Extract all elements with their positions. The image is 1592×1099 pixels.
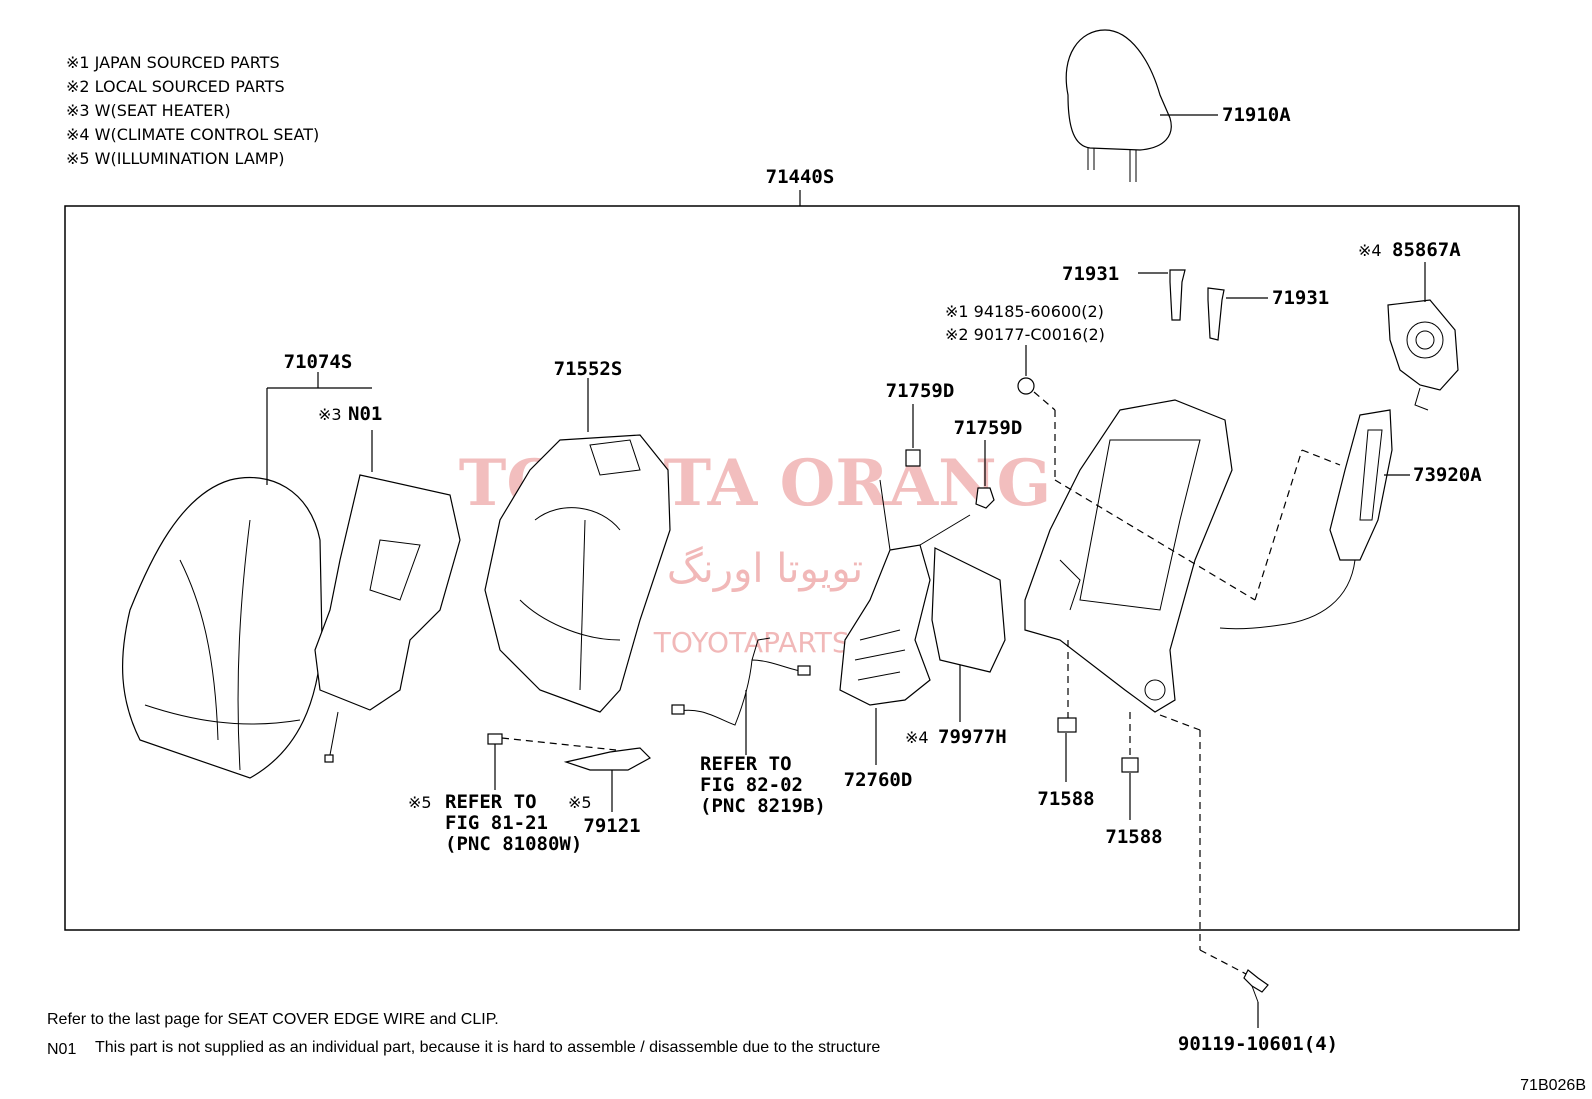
label-wire-ref-3: (PNC 8219B) bbox=[700, 795, 826, 817]
label-lamp-ref-3: (PNC 81080W) bbox=[445, 833, 582, 855]
footer-n01-code: N01 bbox=[47, 1041, 76, 1058]
label-nut-2-mark: ※2 90177-C0016(2) bbox=[945, 325, 1105, 344]
label-blower: 85867A bbox=[1392, 239, 1461, 261]
clip-2-part[interactable] bbox=[1121, 757, 1139, 820]
climate-part[interactable] bbox=[931, 547, 1006, 722]
clip-1-part[interactable] bbox=[1057, 717, 1077, 782]
label-lamp-mark: ※5 bbox=[568, 793, 592, 812]
legend-item-2: ※2 LOCAL SOURCED PARTS bbox=[66, 77, 285, 96]
headrest-part[interactable] bbox=[1065, 29, 1218, 182]
side-cover-part[interactable] bbox=[1219, 409, 1410, 630]
legend: ※1 JAPAN SOURCED PARTS ※2 LOCAL SOURCED … bbox=[66, 53, 319, 168]
assembly-box bbox=[64, 205, 1520, 931]
seat-pad-part[interactable] bbox=[484, 378, 671, 713]
label-heater-mark: ※3 bbox=[318, 405, 342, 424]
blower-part[interactable] bbox=[1387, 262, 1459, 411]
legend-item-4: ※4 W(CLIMATE CONTROL SEAT) bbox=[66, 125, 319, 144]
seat-heater-part[interactable] bbox=[314, 474, 461, 763]
label-lamp-ref-mark: ※5 bbox=[408, 793, 432, 812]
bolt-left-part[interactable] bbox=[1138, 269, 1186, 321]
label-wire-ref-1: REFER TO bbox=[700, 753, 792, 775]
hook-2-part[interactable] bbox=[975, 440, 995, 509]
figure-id: 71B026B bbox=[1520, 1077, 1586, 1094]
legend-item-1: ※1 JAPAN SOURCED PARTS bbox=[66, 53, 280, 72]
label-blower-mark: ※4 bbox=[1358, 241, 1382, 260]
footer-n01-text: This part is not supplied as an individu… bbox=[95, 1039, 880, 1056]
footer-edge-wire-note: Refer to the last page for SEAT COVER ED… bbox=[47, 1011, 499, 1028]
wire-harness-part[interactable] bbox=[671, 637, 811, 755]
label-screw: 90119-10601(4) bbox=[1178, 1033, 1338, 1055]
nut-part[interactable] bbox=[1017, 345, 1056, 480]
label-side-cover: 73920A bbox=[1413, 464, 1482, 486]
watermark-persian: تویوتا اورنگ bbox=[667, 546, 863, 592]
bolt-right-part[interactable] bbox=[1207, 287, 1268, 341]
label-lamp-ref-1: REFER TO bbox=[445, 791, 537, 813]
legend-item-3: ※3 W(SEAT HEATER) bbox=[66, 101, 231, 120]
label-lamp-ref-2: FIG 81-21 bbox=[445, 812, 548, 834]
hook-1-part[interactable] bbox=[905, 404, 921, 467]
seat-cover-part[interactable] bbox=[121, 476, 323, 779]
label-cover: 71074S bbox=[284, 351, 353, 373]
label-bolt-right: 71931 bbox=[1272, 287, 1329, 309]
label-pad: 71552S bbox=[554, 358, 623, 380]
cover-leader bbox=[266, 372, 373, 485]
label-climate-part: 79977H bbox=[938, 726, 1007, 748]
label-nut-1-mark: ※1 94185-60600(2) bbox=[945, 302, 1104, 321]
label-lamp: 79121 bbox=[583, 815, 640, 837]
label-heater: N01 bbox=[348, 403, 382, 425]
label-hook-1: 71759D bbox=[886, 380, 955, 402]
label-hook-2: 71759D bbox=[954, 417, 1023, 439]
label-climate-mark: ※4 bbox=[905, 728, 929, 747]
label-clip-1: 71588 bbox=[1037, 788, 1094, 810]
label-clip-2: 71588 bbox=[1105, 826, 1162, 848]
label-lumbar: 72760D bbox=[844, 769, 913, 791]
lamp-part[interactable] bbox=[487, 733, 651, 812]
label-headrest: 71910A bbox=[1222, 104, 1291, 126]
legend-item-5: ※5 W(ILLUMINATION LAMP) bbox=[66, 149, 284, 168]
lumbar-part[interactable] bbox=[839, 479, 971, 765]
frame-dash-lines bbox=[1054, 449, 1341, 976]
seat-frame-part[interactable] bbox=[1024, 399, 1233, 713]
screw-part[interactable] bbox=[1243, 969, 1269, 1028]
label-bolt-left: 71931 bbox=[1062, 263, 1119, 285]
label-assembly: 71440S bbox=[766, 166, 835, 188]
label-wire-ref-2: FIG 82-02 bbox=[700, 774, 803, 796]
